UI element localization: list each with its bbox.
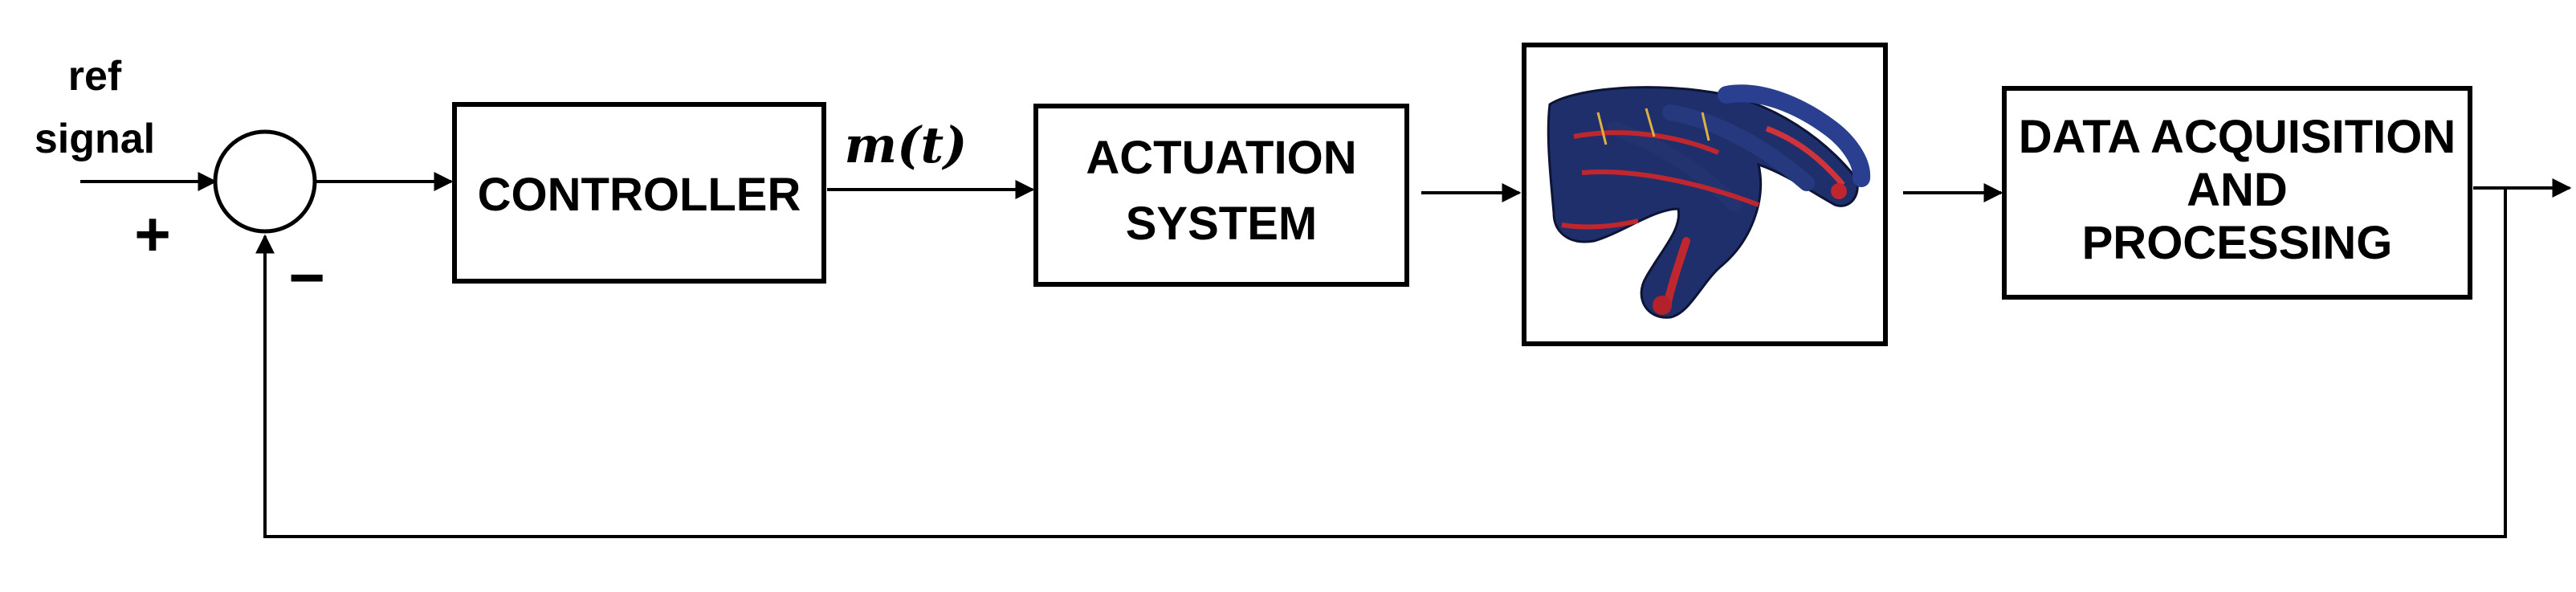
actuation-block: [1033, 104, 1409, 287]
signal-label: m(t): [845, 116, 968, 174]
controller-block: [452, 102, 826, 284]
daq-label-line1: DATA ACQUISITION: [2019, 111, 2456, 163]
daq-block: [2002, 86, 2472, 300]
daq-label-line2: AND: [2187, 164, 2288, 216]
daq-label-line3: PROCESSING: [2082, 217, 2393, 269]
actuation-label-line2: SYSTEM: [1126, 198, 1318, 250]
actuation-label-line1: ACTUATION: [1086, 132, 1356, 184]
feedback-path: [255, 188, 2507, 538]
minus-sign: −: [288, 242, 325, 312]
plus-sign: +: [134, 198, 171, 269]
input-label-line2: signal: [35, 116, 155, 162]
input-label-line1: ref: [68, 53, 122, 100]
hand-glove-icon: [1547, 84, 1871, 319]
controller-label: CONTROLLER: [478, 169, 801, 221]
summing-junction: [213, 129, 317, 234]
